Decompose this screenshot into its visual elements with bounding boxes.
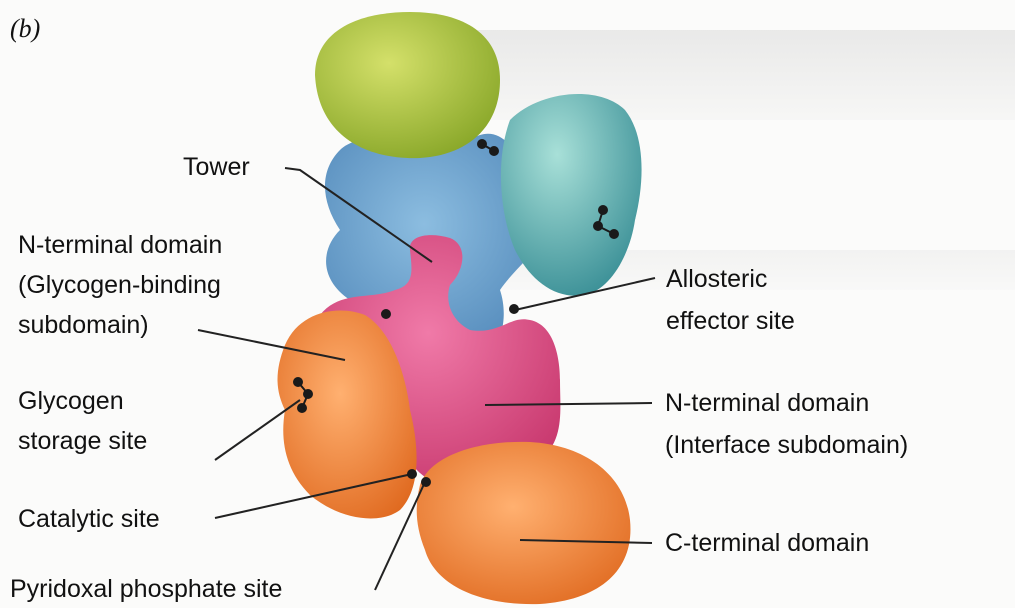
label-n-terminal-interface-1: N-terminal domain: [665, 386, 869, 420]
label-glycogen-storage-2: storage site: [18, 424, 147, 458]
site-dot: [510, 305, 518, 313]
site-dot: [382, 310, 390, 318]
panel-label: (b): [10, 14, 40, 44]
label-tower: Tower: [183, 150, 250, 184]
label-n-terminal-glycogen-2: (Glycogen-binding: [18, 268, 221, 302]
label-c-terminal: C-terminal domain: [665, 526, 869, 560]
label-n-terminal-glycogen-1: N-terminal domain: [18, 228, 222, 262]
label-pyridoxal-site: Pyridoxal phosphate site: [10, 572, 282, 606]
orange-c-terminal-domain: [417, 442, 631, 604]
teal-domain: [501, 94, 642, 296]
label-glycogen-storage-1: Glycogen: [18, 384, 124, 418]
green-domain: [315, 12, 500, 158]
label-allosteric-1: Allosteric: [666, 262, 767, 296]
label-n-terminal-glycogen-3: subdomain): [18, 308, 149, 342]
site-dot: [408, 470, 416, 478]
label-n-terminal-interface-2: (Interface subdomain): [665, 428, 908, 462]
label-allosteric-2: effector site: [666, 304, 795, 338]
label-catalytic-site: Catalytic site: [18, 502, 160, 536]
site-dot: [422, 478, 430, 486]
